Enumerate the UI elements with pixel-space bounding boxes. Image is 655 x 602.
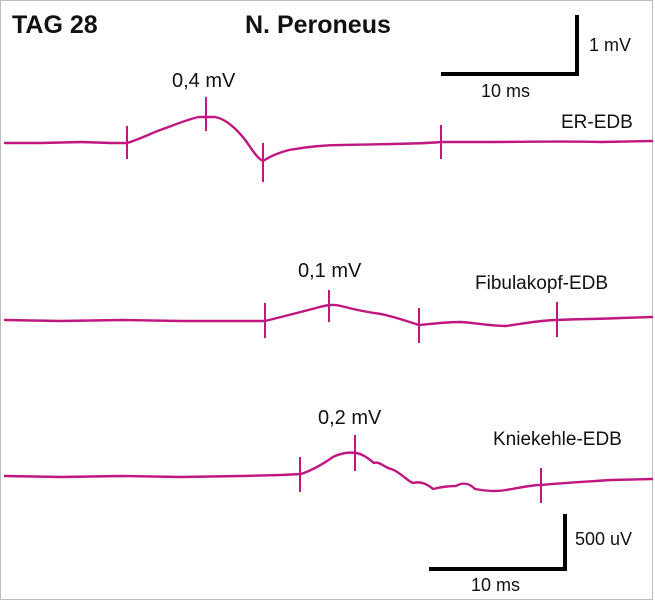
bottom-scale-time-label: 10 ms	[471, 575, 521, 595]
top-scale-time-label: 10 ms	[481, 81, 531, 101]
day-title: TAG 28	[12, 11, 98, 39]
trace-3-line	[3, 451, 654, 493]
nerve-title: N. Peroneus	[245, 11, 391, 39]
bottom-scale-bar	[429, 514, 567, 571]
trace-3-amplitude-label: 0,2 mV	[318, 407, 382, 429]
trace-1-amplitude-label: 0,4 mV	[172, 70, 236, 92]
top-scale-amplitude-label: 1 mV	[589, 35, 632, 55]
trace-2-label: Fibulakopf-EDB	[475, 273, 609, 294]
trace-1-line	[3, 115, 654, 163]
trace-1-label: ER-EDB	[561, 112, 633, 133]
bottom-scale-amplitude-label: 500 uV	[575, 529, 633, 549]
trace-3-label: Kniekehle-EDB	[493, 429, 622, 450]
trace-2-line	[3, 303, 654, 328]
trace-2-amplitude-label: 0,1 mV	[298, 260, 362, 282]
top-scale-bar	[441, 15, 579, 76]
